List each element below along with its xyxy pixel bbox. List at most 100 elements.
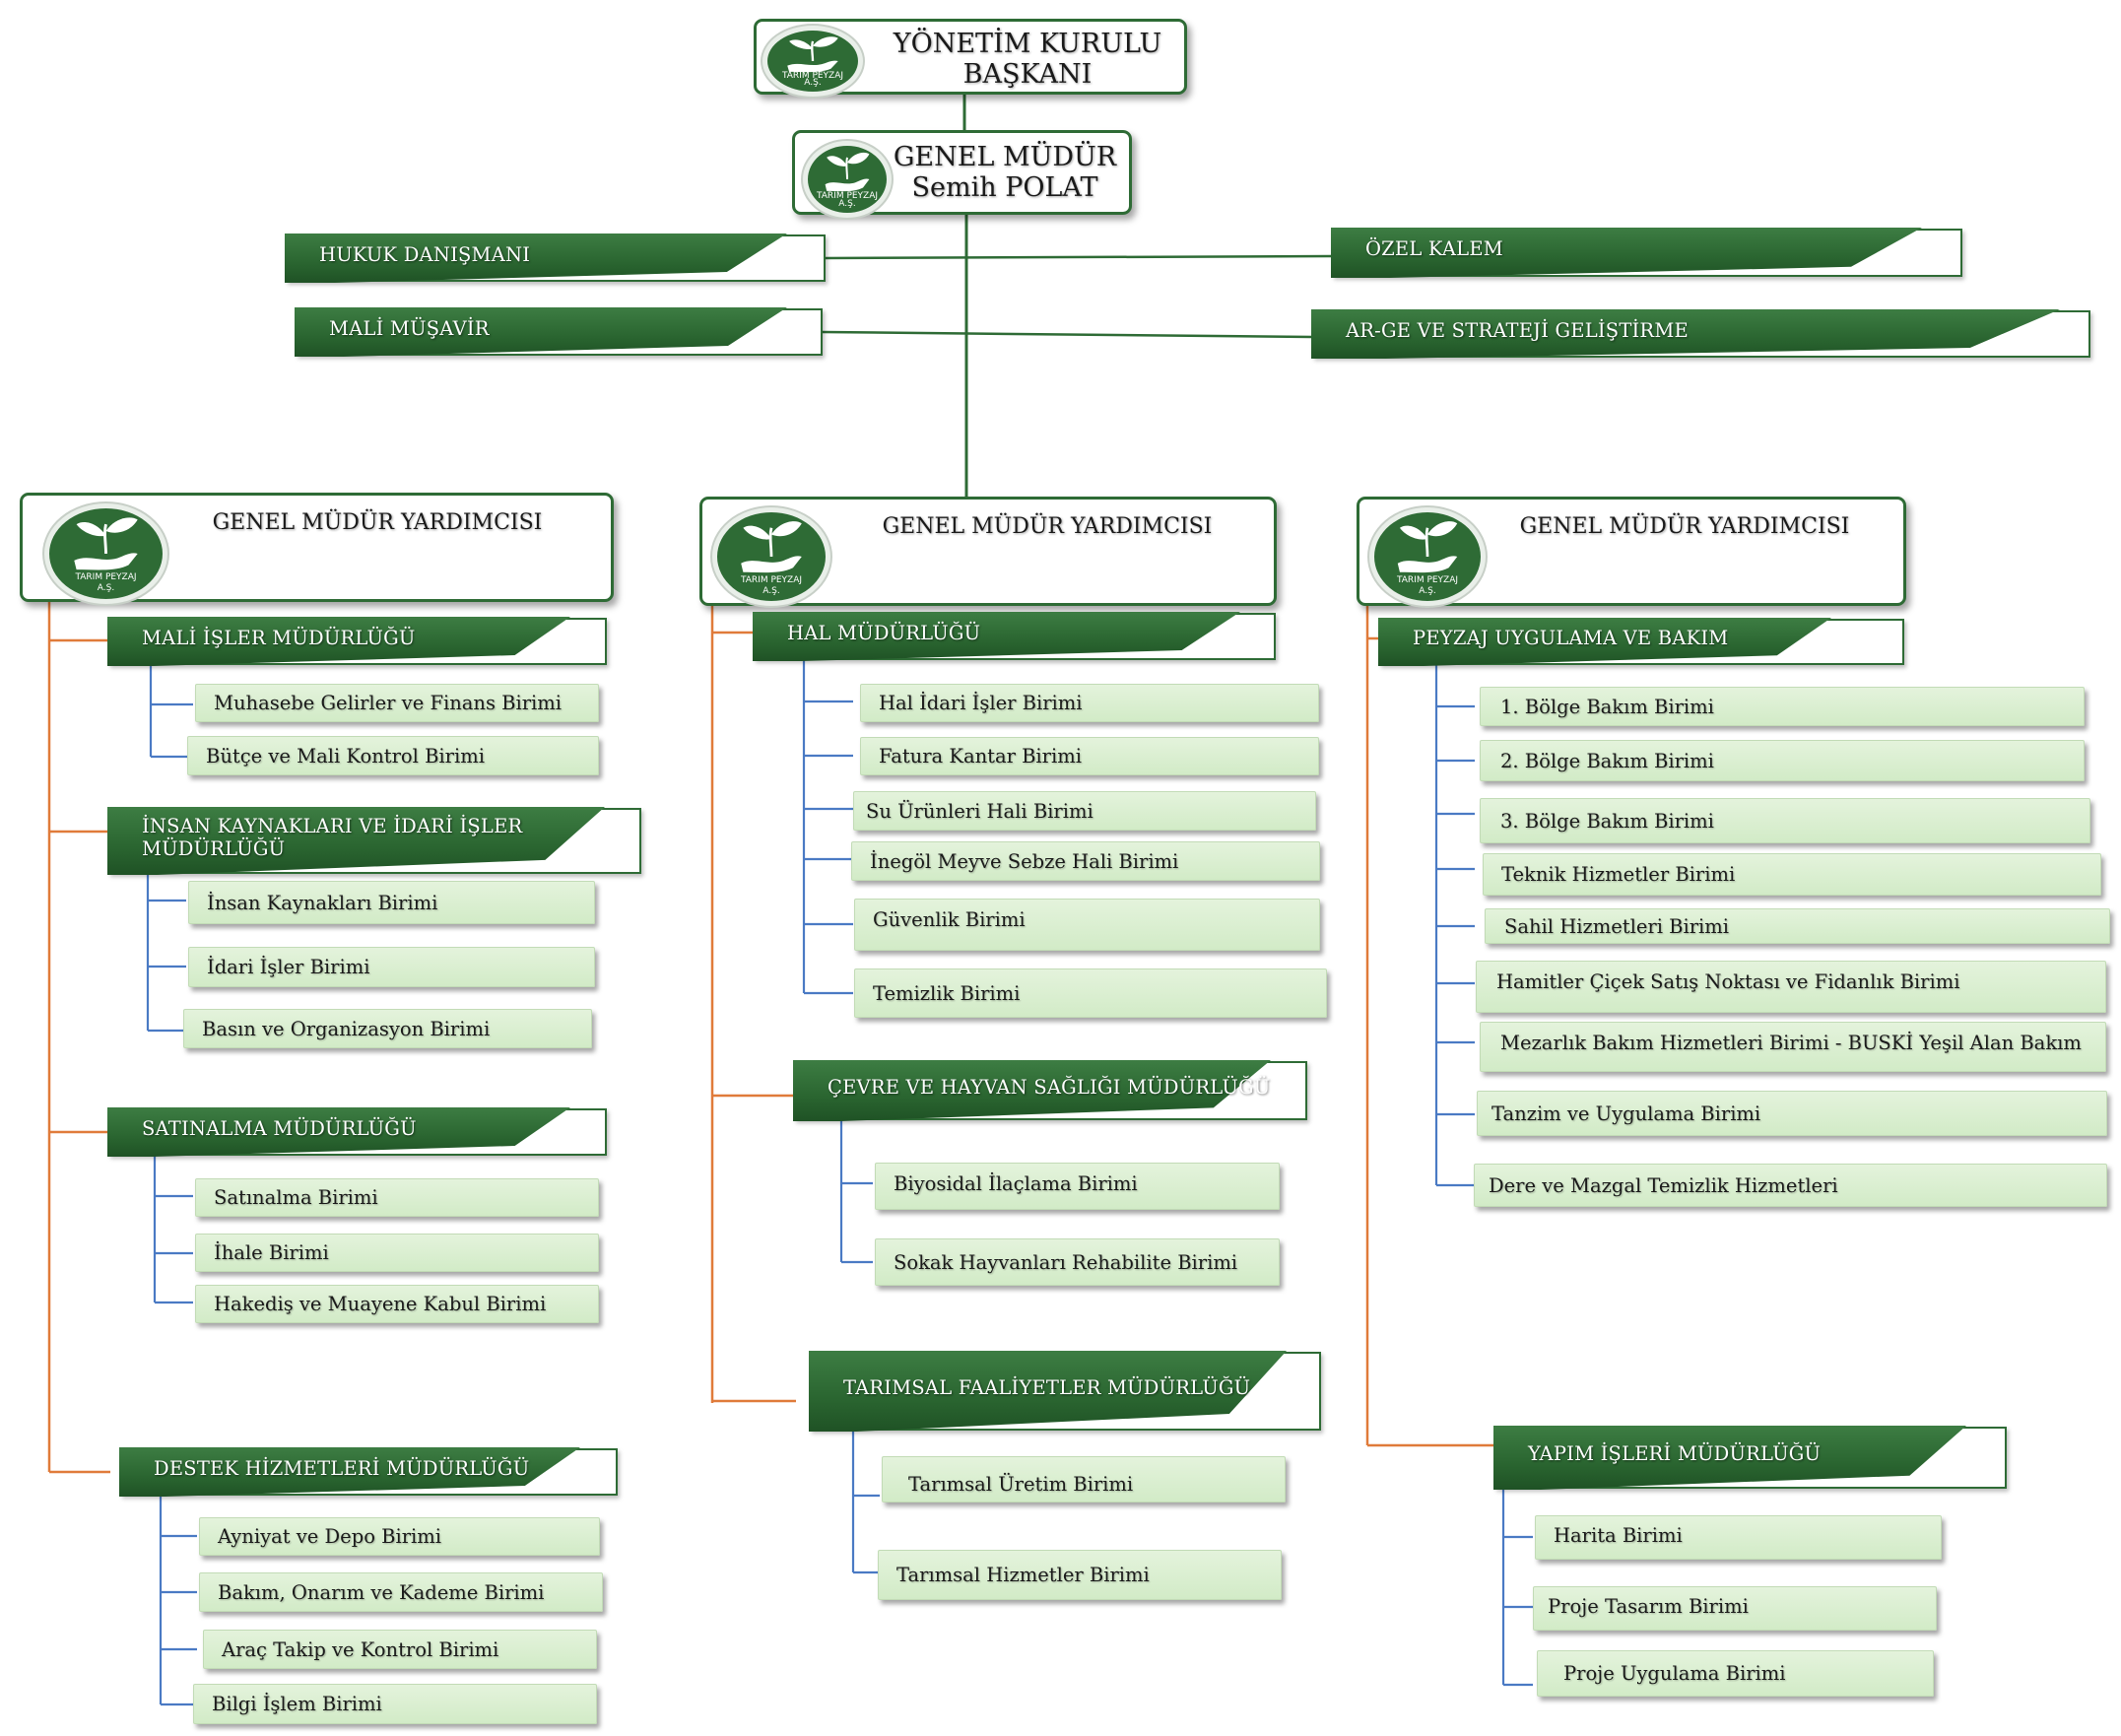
unit-label: 2. Bölge Bakım Birimi: [1500, 749, 1714, 772]
unit-box: İdari İşler Birimi: [188, 947, 595, 987]
unit-box: Hakediş ve Muayene Kabul Birimi: [195, 1285, 599, 1323]
deputy-gm-title: GENEL MÜDÜR YARDIMCISI: [212, 510, 543, 535]
department-label: MALİ İŞLER MÜDÜRLÜĞÜ: [142, 626, 416, 649]
unit-box: Su Ürünleri Hali Birimi: [853, 791, 1316, 831]
board-title-line2: BAŞKANI: [962, 59, 1093, 90]
unit-label: Araç Takip ve Kontrol Birimi: [222, 1637, 499, 1661]
unit-box: 1. Bölge Bakım Birimi: [1480, 687, 2085, 726]
unit-box: Dere ve Mazgal Temizlik Hizmetleri: [1474, 1164, 2107, 1207]
unit-label: Sahil Hizmetleri Birimi: [1504, 914, 1729, 938]
unit-label: İdari İşler Birimi: [207, 956, 370, 978]
advisor-label: MALİ MÜŞAVİR: [329, 316, 490, 340]
unit-label: Basın ve Organizasyon Birimi: [202, 1017, 491, 1040]
unit-label: Satınalma Birimi: [214, 1186, 378, 1209]
unit-label: Mezarlık Bakım Hizmetleri Birimi - BUSKİ…: [1500, 1032, 2082, 1054]
department-label: SATINALMA MÜDÜRLÜĞÜ: [142, 1116, 417, 1140]
unit-box: Biyosidal İlaçlama Birimi: [875, 1163, 1280, 1210]
advisor-box-legal: HUKUK DANIŞMANI: [285, 234, 826, 283]
unit-label: Sokak Hayvanları Rehabilite Birimi: [894, 1250, 1238, 1274]
connector-line: [825, 254, 1333, 260]
department-label: YAPIM İŞLERİ MÜDÜRLÜĞÜ: [1528, 1442, 1822, 1465]
unit-box: Sokak Hayvanları Rehabilite Birimi: [875, 1238, 1280, 1286]
department-box-landscape: PEYZAJ UYGULAMA VE BAKIM: [1378, 618, 1904, 666]
unit-box: Teknik Hizmetler Birimi: [1483, 853, 2101, 896]
unit-box: Ayniyat ve Depo Birimi: [199, 1517, 600, 1556]
department-label-line2: MÜDÜRLÜĞÜ: [142, 836, 286, 860]
department-box-hr: İNSAN KAYNAKLARI VE İDARİ İŞLER MÜDÜRLÜĞ…: [107, 807, 641, 875]
board-title-line1: YÖNETİM KURULU: [893, 29, 1162, 59]
deputy-gm-title: GENEL MÜDÜR YARDIMCISI: [1519, 514, 1850, 539]
department-label: HAL MÜDÜRLÜĞÜ: [787, 621, 981, 644]
unit-box: Hamitler Çiçek Satış Noktası ve Fidanlık…: [1476, 961, 2106, 1013]
unit-box: Tarımsal Üretim Birimi: [882, 1456, 1286, 1502]
unit-label: 3. Bölge Bakım Birimi: [1500, 809, 1714, 833]
advisor-box-private-office: ÖZEL KALEM: [1331, 228, 1962, 278]
unit-box: Hal İdari İşler Birimi: [860, 684, 1319, 722]
unit-label: İnegöl Meyve Sebze Hali Birimi: [870, 849, 1179, 873]
advisor-label: HUKUK DANIŞMANI: [319, 242, 531, 266]
unit-box: Tarımsal Hizmetler Birimi: [878, 1550, 1282, 1600]
unit-label: Hamitler Çiçek Satış Noktası ve Fidanlık…: [1496, 970, 1960, 993]
unit-box: 2. Bölge Bakım Birimi: [1480, 740, 2085, 781]
connector-line: [822, 330, 1313, 339]
unit-box: Bütçe ve Mali Kontrol Birimi: [187, 736, 599, 775]
department-label: DESTEK HİZMETLERİ MÜDÜRLÜĞÜ: [154, 1456, 530, 1480]
department-label-line1: İNSAN KAYNAKLARI VE İDARİ İŞLER: [142, 814, 523, 837]
unit-label: Bilgi İşlem Birimi: [212, 1693, 382, 1715]
unit-box: Fatura Kantar Birimi: [860, 737, 1319, 775]
unit-box: Güvenlik Birimi: [854, 899, 1320, 951]
department-box-market-hall: HAL MÜDÜRLÜĞÜ: [753, 612, 1276, 661]
department-label: PEYZAJ UYGULAMA VE BAKIM: [1413, 627, 1729, 649]
unit-box: Sahil Hizmetleri Birimi: [1485, 908, 2110, 944]
unit-label: Hal İdari İşler Birimi: [879, 692, 1083, 714]
unit-box: Proje Tasarım Birimi: [1533, 1586, 1937, 1631]
unit-label: Teknik Hizmetler Birimi: [1501, 863, 1736, 886]
advisor-box-financial: MALİ MÜŞAVİR: [295, 307, 823, 357]
unit-box: Bakım, Onarım ve Kademe Birimi: [199, 1572, 603, 1612]
unit-box: Mezarlık Bakım Hizmetleri Birimi - BUSKİ…: [1480, 1022, 2106, 1072]
department-label: TARIMSAL FAALİYETLER MÜDÜRLÜĞÜ: [843, 1375, 1251, 1399]
unit-box: Muhasebe Gelirler ve Finans Birimi: [195, 684, 599, 722]
unit-box: Temizlik Birimi: [854, 968, 1327, 1018]
unit-label: Hakediş ve Muayene Kabul Birimi: [214, 1293, 547, 1315]
advisor-label: AR-GE VE STRATEJİ GELİŞTİRME: [1346, 318, 1689, 342]
unit-label: Fatura Kantar Birimi: [879, 745, 1082, 768]
unit-label: Harita Birimi: [1554, 1524, 1683, 1547]
unit-box: Bilgi İşlem Birimi: [193, 1684, 597, 1724]
department-box-support: DESTEK HİZMETLERİ MÜDÜRLÜĞÜ: [119, 1447, 618, 1497]
department-box-finance: MALİ İŞLER MÜDÜRLÜĞÜ: [107, 617, 607, 666]
unit-box: Proje Uygulama Birimi: [1537, 1650, 1934, 1697]
unit-box: Harita Birimi: [1535, 1515, 1942, 1560]
department-box-construction: YAPIM İŞLERİ MÜDÜRLÜĞÜ: [1493, 1426, 2007, 1490]
unit-box: İnsan Kaynakları Birimi: [188, 881, 595, 924]
department-box-environment: ÇEVRE VE HAYVAN SAĞLIĞI MÜDÜRLÜĞÜ: [793, 1060, 1307, 1121]
unit-label: İnsan Kaynakları Birimi: [207, 891, 438, 914]
department-label: ÇEVRE VE HAYVAN SAĞLIĞI MÜDÜRLÜĞÜ: [828, 1075, 1271, 1099]
unit-label: Proje Tasarım Birimi: [1548, 1595, 1749, 1618]
gm-title-line2: Semih POLAT: [911, 172, 1098, 203]
unit-label: Proje Uygulama Birimi: [1563, 1662, 1786, 1685]
unit-label: Bakım, Onarım ve Kademe Birimi: [218, 1580, 545, 1604]
unit-box: Tanzim ve Uygulama Birimi: [1477, 1091, 2107, 1136]
unit-box: İhale Birimi: [195, 1234, 599, 1272]
unit-label: Bütçe ve Mali Kontrol Birimi: [206, 744, 485, 768]
unit-label: Güvenlik Birimi: [873, 908, 1026, 931]
unit-box: 3. Bölge Bakım Birimi: [1480, 798, 2090, 843]
unit-label: Dere ve Mazgal Temizlik Hizmetleri: [1489, 1173, 1838, 1197]
unit-label: Tanzim ve Uygulama Birimi: [1491, 1102, 1761, 1125]
unit-label: Ayniyat ve Depo Birimi: [218, 1525, 441, 1548]
unit-label: Tarımsal Hizmetler Birimi: [896, 1564, 1150, 1586]
advisor-label: ÖZEL KALEM: [1365, 237, 1503, 260]
unit-label: Temizlik Birimi: [873, 981, 1021, 1005]
unit-label: Tarımsal Üretim Birimi: [908, 1473, 1134, 1496]
